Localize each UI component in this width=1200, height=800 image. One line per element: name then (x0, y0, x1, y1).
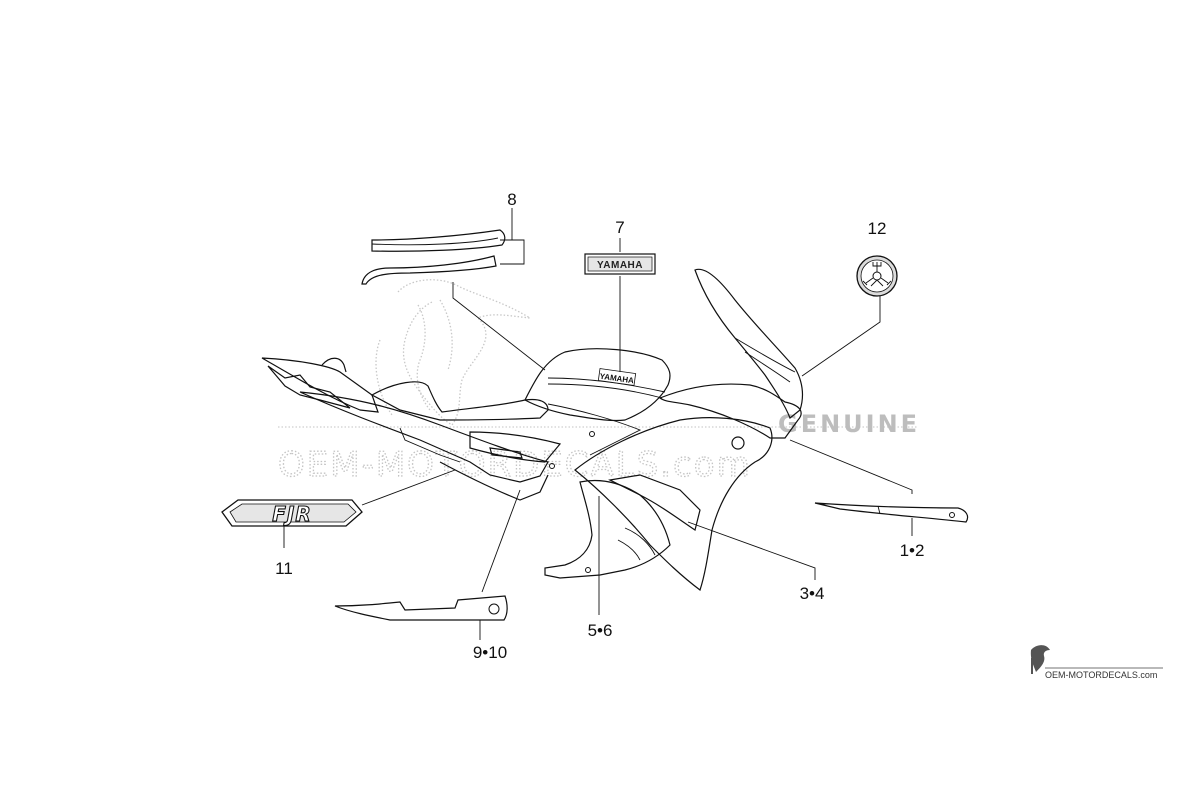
motorcycle-body: YAMAHA (261, 268, 804, 591)
leader-lines (283, 208, 913, 640)
part-8-tail-stripes (361, 229, 506, 285)
callout-5-6: 5•6 (588, 621, 613, 640)
part-11-fjr-emblem: FJR (221, 499, 363, 527)
callout-7: 7 (615, 218, 624, 237)
part-1-2-side-stripe (814, 502, 969, 523)
part-7-yamaha-decal: YAMAHA (584, 253, 656, 275)
yamaha-badge-text: YAMAHA (597, 260, 643, 271)
footer-logo-text: OEM-MOTORDECALS.com (1045, 670, 1157, 680)
callout-12: 12 (868, 219, 887, 238)
callout-1-2: 1•2 (900, 541, 925, 560)
fjr-emblem-text: FJR (272, 502, 312, 526)
part-12-yamaha-emblem (856, 255, 898, 297)
watermark-genuine-text: GENUINE (778, 410, 920, 438)
footer-logo: OEM-MOTORDECALS.com (1030, 645, 1163, 680)
footer-bird-icon (1030, 645, 1050, 672)
callout-9-10: 9•10 (473, 643, 507, 662)
callout-8: 8 (507, 190, 516, 209)
part-9-10-lower-stripe (334, 595, 508, 621)
callout-3-4: 3•4 (800, 584, 825, 603)
callout-11: 11 (275, 559, 293, 578)
